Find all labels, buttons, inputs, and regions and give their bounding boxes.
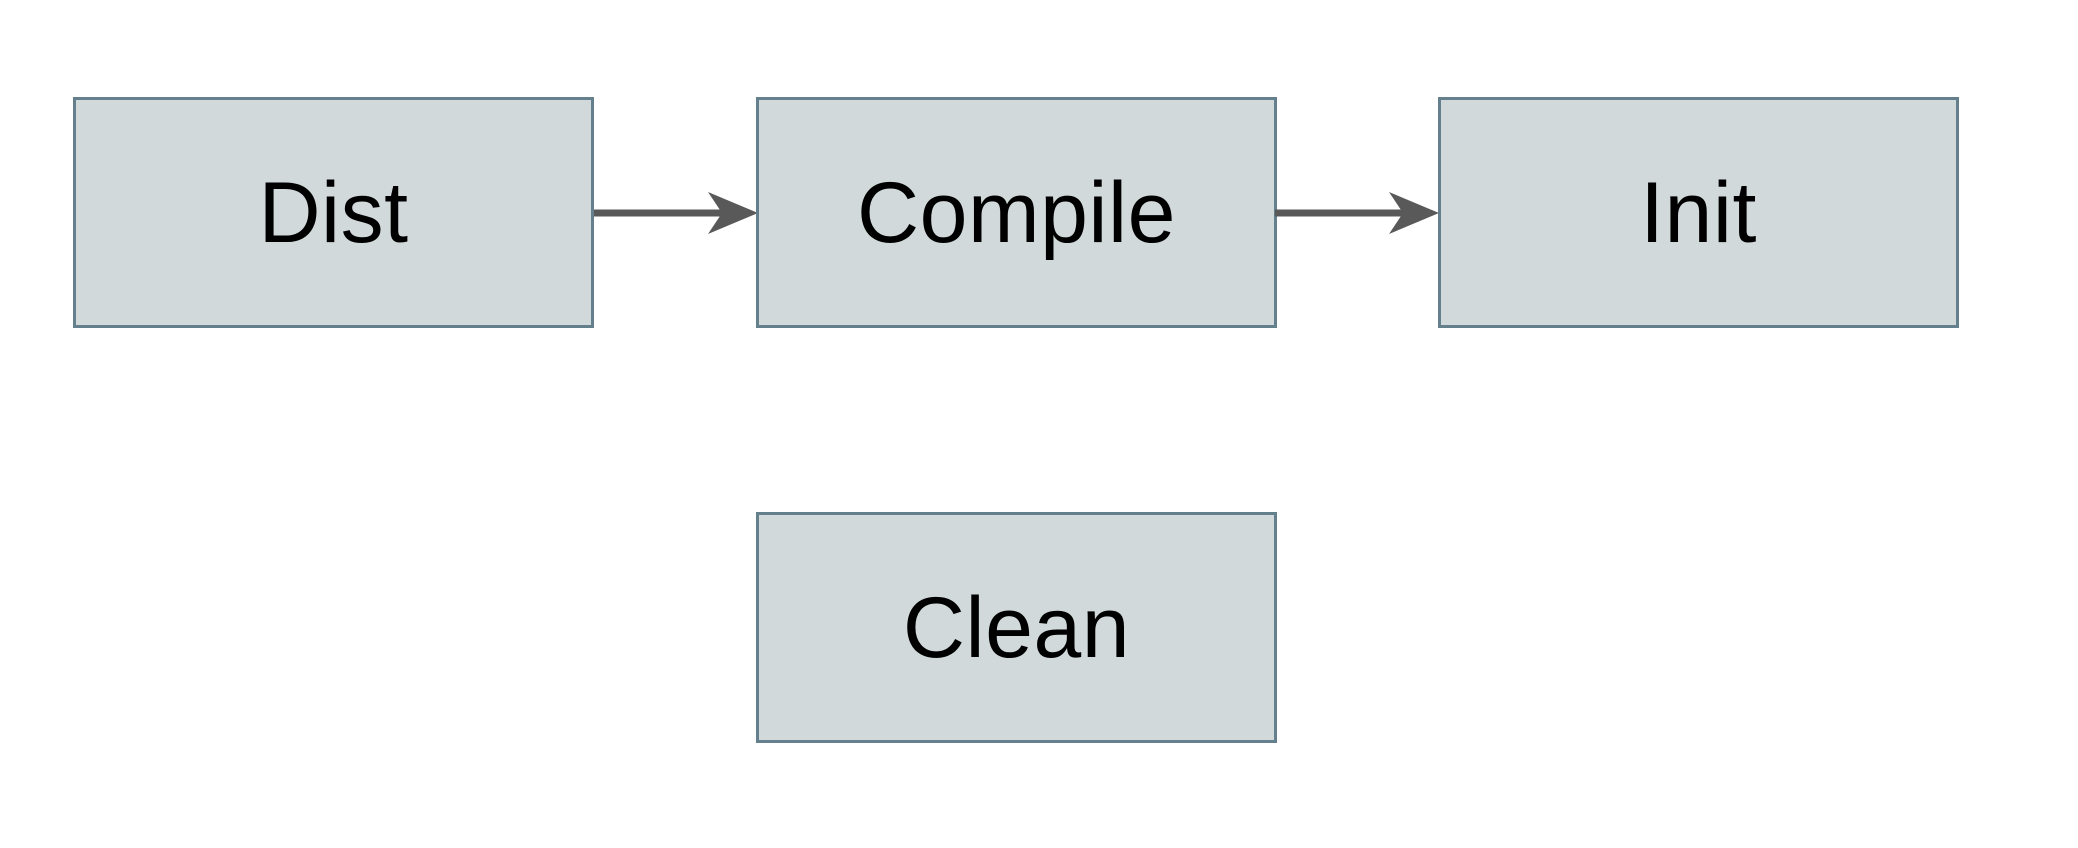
node-compile-label: Compile [857, 164, 1176, 261]
node-compile[interactable]: Compile [756, 97, 1277, 328]
arrow-dist-to-compile-icon [594, 192, 758, 234]
node-clean[interactable]: Clean [756, 512, 1277, 743]
node-init[interactable]: Init [1438, 97, 1959, 328]
arrow-compile-to-init-icon [1275, 192, 1439, 234]
node-dist[interactable]: Dist [73, 97, 594, 328]
node-init-label: Init [1640, 164, 1757, 261]
node-clean-label: Clean [902, 579, 1131, 676]
node-dist-label: Dist [258, 164, 409, 261]
